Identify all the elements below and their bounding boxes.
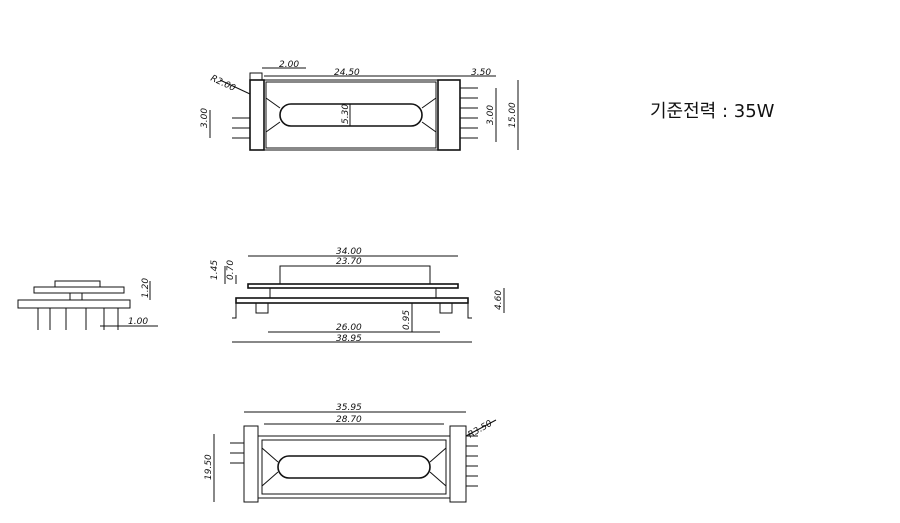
top-body (263, 79, 439, 151)
dim-bottom-w-outer: 35.95 (336, 403, 362, 413)
top-body-inner (265, 81, 437, 149)
top-window (279, 103, 423, 127)
dim-front-w-total: 38.95 (336, 334, 362, 344)
dim-front-w-outer: 34.00 (336, 247, 362, 257)
dim-top-radius: R2.00 (209, 74, 237, 94)
dim-top-w-main: 24.50 (334, 68, 360, 78)
top-right-flange (437, 79, 461, 151)
top-left-clip (249, 72, 263, 80)
dim-leader-bottom-radius (465, 419, 497, 437)
side-top-cap (54, 280, 101, 288)
side-base (17, 299, 131, 309)
dim-top-h-pin: 3.00 (486, 105, 496, 125)
dim-top-w-left: 2.00 (279, 60, 299, 70)
side-center-post (69, 292, 83, 301)
front-right-lug (439, 302, 453, 314)
front-right-pin (467, 303, 472, 319)
dim-front-h-right: 4.60 (494, 290, 504, 310)
dim-front-w-inner: 23.70 (336, 257, 362, 267)
front-left-lug (255, 302, 269, 314)
rated-power-label: 기준전력 : 35W (650, 101, 775, 122)
front-top-flange (247, 283, 459, 289)
dim-front-gap: 0.95 (402, 310, 412, 330)
dim-bottom-w-inner: 28.70 (336, 415, 362, 425)
dim-leader-radius (219, 79, 251, 95)
dim-side-gap: 1.00 (128, 317, 148, 327)
front-mid-body (269, 287, 437, 299)
dim-top-h-left: 3.00 (200, 108, 210, 128)
side-upper-plate (33, 286, 125, 294)
bottom-right-flange (449, 425, 467, 503)
top-window-chamfers (265, 97, 437, 133)
dim-front-w-base: 26.00 (336, 323, 362, 333)
dim-front-h-step: 0.70 (226, 260, 236, 280)
bottom-window-chamfers (261, 447, 447, 487)
bottom-view: 35.95 28.70 R3.50 19.50 (204, 403, 497, 503)
bottom-body-inner (261, 439, 447, 495)
top-left-flange (249, 79, 265, 151)
dim-bottom-radius: R3.50 (467, 419, 495, 441)
bottom-body (257, 435, 451, 499)
bottom-left-flange (243, 425, 259, 503)
front-view: 34.00 23.70 1.45 0.70 4.60 26.00 0.95 38… (210, 247, 505, 344)
dim-top-h-total: 15.00 (508, 102, 518, 128)
dim-top-h-window: 5.30 (341, 104, 351, 124)
front-base-flange (235, 297, 469, 304)
front-left-pin (232, 303, 237, 319)
dim-front-h-flange: 1.45 (210, 260, 220, 280)
front-top-block (279, 265, 431, 285)
top-view: R2.00 2.00 24.50 3.50 3.00 5.30 3.00 15.… (200, 60, 519, 151)
bottom-window (277, 455, 431, 479)
dim-side-h-pin: 1.20 (141, 278, 151, 298)
dim-bottom-h-total: 19.50 (204, 454, 214, 480)
dim-top-w-right: 3.50 (471, 68, 491, 78)
side-view: 1.20 1.00 (17, 278, 158, 330)
